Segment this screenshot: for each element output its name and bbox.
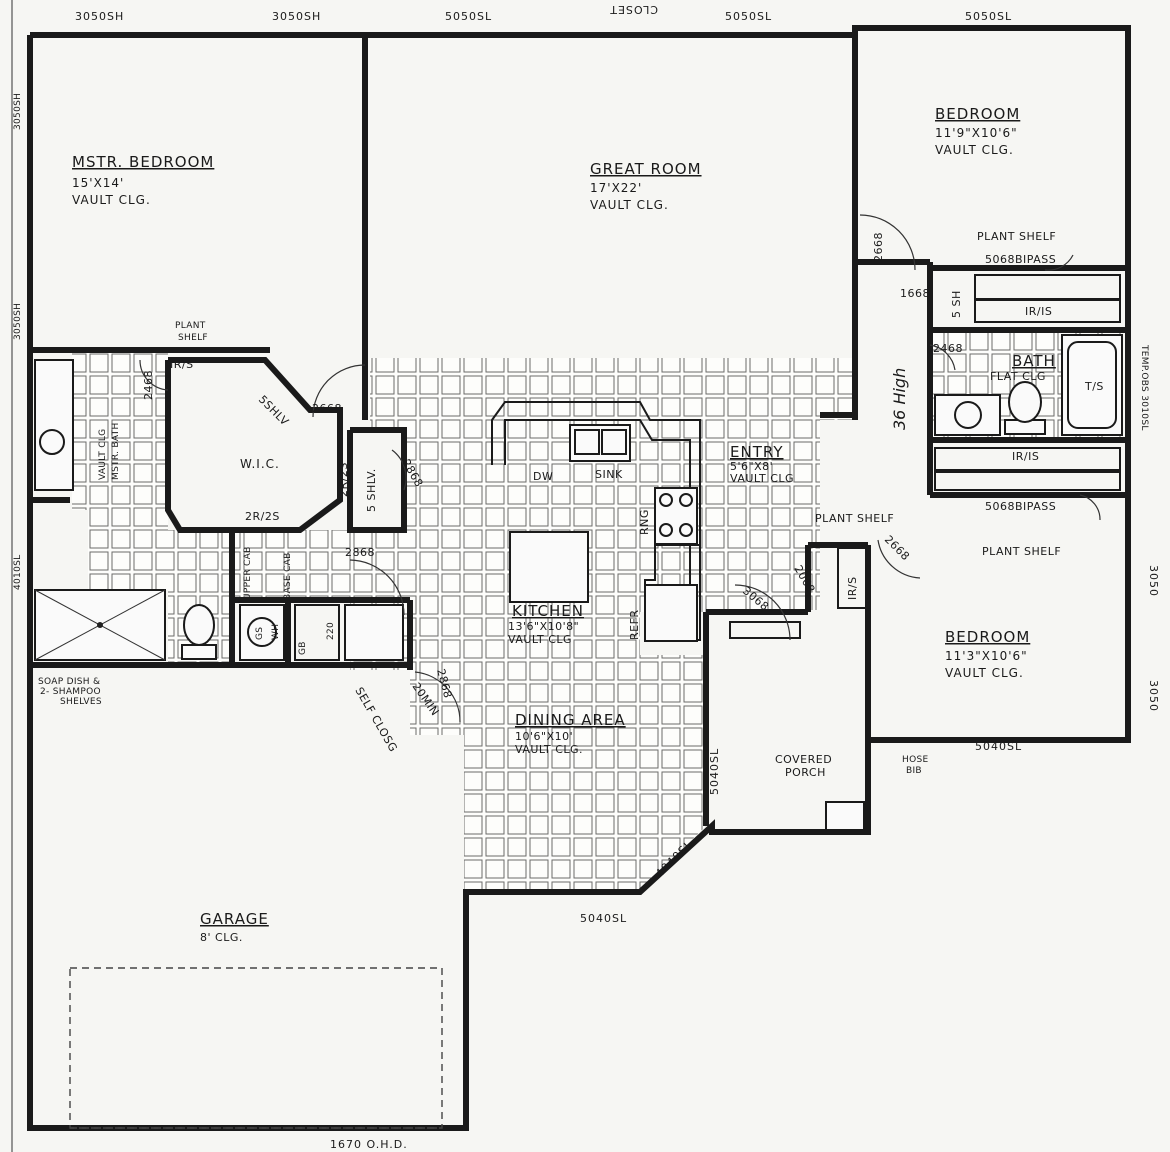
- hose-bib-line-2: BIB: [906, 766, 922, 776]
- window-label-dining-bottom: 5040SL: [580, 912, 627, 925]
- window-label-left-top: 3050SH: [13, 93, 23, 130]
- water-heater-label: WH: [271, 624, 281, 640]
- door-label-bath: 2468: [933, 342, 963, 355]
- kitchen-name: KITCHEN: [512, 602, 584, 620]
- shower: [34, 589, 166, 661]
- porch-line-1: COVERED: [775, 753, 832, 766]
- garage-ceiling: 8' CLG.: [200, 931, 243, 944]
- door-label-master: 2668: [312, 402, 342, 415]
- master-bedroom-size: 15'X14': [72, 176, 124, 190]
- garage-door-outline: [69, 967, 443, 1129]
- window-label-right-a: 3050: [1147, 565, 1160, 597]
- range-label: RNG: [638, 509, 651, 535]
- door-label-hall: 2868: [345, 546, 375, 559]
- porch-post: [825, 801, 865, 831]
- great-room-ceiling: VAULT CLG.: [590, 198, 669, 212]
- dining-ceiling: VAULT CLG.: [515, 743, 583, 756]
- dining-name: DINING AREA: [515, 711, 626, 729]
- room-labels: MSTR. BEDROOM 15'X14' VAULT CLG. GREAT R…: [72, 105, 1056, 944]
- closet-top-label: CLOSET: [609, 3, 658, 16]
- entry-ceiling: VAULT CLG: [730, 472, 794, 485]
- base-cab-label: BASE CAB: [283, 552, 293, 600]
- window-label-top-2: 3050SH: [272, 10, 321, 23]
- plant-shelf-master-line-1: PLANT: [175, 321, 206, 331]
- voltage-label: 220: [326, 622, 336, 640]
- garage-name: GARAGE: [200, 910, 269, 928]
- master-bath-line-2: MSTR. BATH: [111, 422, 121, 480]
- entry-stoop: [729, 621, 801, 639]
- door-swings: [139, 214, 1101, 723]
- kitchen-size: 13'6"X10'8": [508, 620, 579, 633]
- laundry-appliances: [239, 604, 404, 661]
- dining-size: 10'6"X10': [515, 730, 573, 743]
- wic-name: W.I.C.: [240, 457, 280, 471]
- bath-fixtures: [934, 334, 1123, 436]
- door-label-linen: 1668: [900, 287, 930, 300]
- kitchen-counters: [491, 401, 701, 642]
- entry-closet-rod: IR/S: [846, 576, 859, 600]
- bath-ceiling: FLAT CLG: [990, 370, 1046, 383]
- bedroom-2-closet-rod: IR/IS: [1012, 450, 1039, 463]
- wic-rod-shelf-label: IR/S: [170, 358, 194, 371]
- gas-label-b: GB: [298, 641, 308, 655]
- soap-dish-line-1: SOAP DISH &: [38, 677, 100, 687]
- bedroom-1-ceiling: VAULT CLG.: [935, 143, 1014, 157]
- window-label-top-3: 5050SL: [445, 10, 492, 23]
- window-label-bedroom-2-bottom: 5040SL: [975, 740, 1022, 753]
- bypass-door-bedroom-2: 5068BIPASS: [985, 500, 1056, 513]
- master-bedroom-name: MSTR. BEDROOM: [72, 153, 214, 171]
- porch-line-2: PORCH: [785, 766, 826, 779]
- door-label-bedroom-1: 2668: [872, 232, 885, 262]
- great-room-name: GREAT ROOM: [590, 160, 702, 178]
- hall-shelves-label: 5 SHLV.: [365, 468, 378, 512]
- wic-bottom-rod-label: 2R/2S: [245, 510, 280, 523]
- window-label-left-mid: 3050SH: [13, 303, 23, 340]
- master-toilet: [181, 604, 217, 660]
- plant-shelf-master-line-2: SHELF: [178, 333, 208, 343]
- soap-dish-line-3: SHELVES: [60, 697, 102, 707]
- garage-door-label: 1670 O.H.D.: [330, 1138, 408, 1151]
- master-bedroom-ceiling: VAULT CLG.: [72, 193, 151, 207]
- bedroom-1-name: BEDROOM: [935, 105, 1020, 123]
- gas-label-a: GS: [255, 627, 265, 640]
- bedroom-2-ceiling: VAULT CLG.: [945, 666, 1024, 680]
- counter-height-note: 36 High: [890, 368, 909, 430]
- window-label-porch: 5040SL: [708, 748, 721, 795]
- kitchen-ceiling: VAULT CLG: [508, 633, 572, 646]
- master-bath-sink: [34, 359, 74, 491]
- upper-cab-label: UPPER CAB: [243, 546, 253, 600]
- plant-shelf-bedroom-1: PLANT SHELF: [977, 230, 1056, 243]
- window-label-left-low: 4010SL: [13, 555, 23, 590]
- refrigerator-label: REFR: [628, 609, 641, 640]
- great-room-size: 17'X22': [590, 181, 642, 195]
- bedroom-1-closet-rod: IR/IS: [1025, 305, 1052, 318]
- soap-dish-line-2: 2- SHAMPOO: [40, 687, 101, 697]
- plant-shelf-entry: PLANT SHELF: [815, 512, 894, 525]
- bypass-door-bedroom-1: 5068BIPASS: [985, 253, 1056, 266]
- wic-side-rod-label: 2R/2S: [337, 462, 350, 497]
- window-label-top-4: 5050SL: [725, 10, 772, 23]
- plant-shelf-bedroom-2: PLANT SHELF: [982, 545, 1061, 558]
- entry-size: 5'6"X8': [730, 460, 773, 473]
- entry-name: ENTRY: [730, 443, 784, 461]
- bedroom-2-name: BEDROOM: [945, 628, 1030, 646]
- window-label-top-1: 3050SH: [75, 10, 124, 23]
- hose-bib-line-1: HOSE: [902, 755, 928, 765]
- dishwasher-label: DW: [533, 470, 553, 483]
- window-label-right-b: 3050: [1147, 680, 1160, 712]
- kitchen-island: [509, 531, 589, 603]
- door-label-master-bath: 2468: [142, 370, 155, 400]
- master-bath-line-1: VAULT CLG: [98, 429, 108, 480]
- shelves-linen-label: 5 SH: [950, 290, 963, 318]
- bedroom-1-size: 11'9"X10'6": [935, 126, 1018, 140]
- interior-walls: [30, 35, 1128, 826]
- bath-name: BATH: [1012, 352, 1056, 370]
- sink-label: SINK: [595, 468, 623, 481]
- closet-shelves: [837, 274, 1121, 609]
- bedroom-2-size: 11'3"X10'6": [945, 649, 1028, 663]
- tub-shower-label: T/S: [1084, 380, 1104, 393]
- window-label-top-5: 5050SL: [965, 10, 1012, 23]
- window-label-bath: TEMP.OBS 3010SL: [1139, 344, 1149, 431]
